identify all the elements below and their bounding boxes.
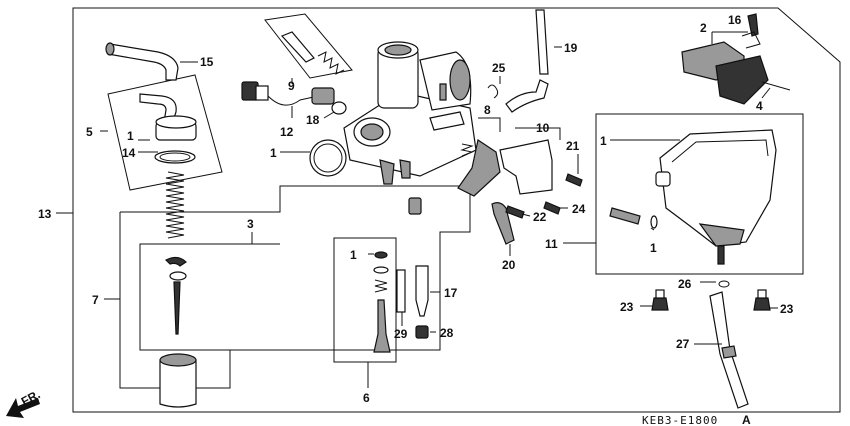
throttle-valve-top: [159, 353, 197, 367]
washer-1: [374, 251, 388, 259]
callout-14: 14: [122, 146, 136, 160]
callout-13: 13: [38, 207, 52, 221]
callout-1-cap: 1: [127, 129, 134, 143]
gasket-ring-1: [309, 139, 347, 177]
callout-10: 10: [536, 121, 550, 135]
callout-1-chamber: 1: [600, 134, 607, 148]
callout-28: 28: [440, 326, 454, 340]
drain-tube-27-band: [721, 345, 737, 359]
washer-18: [331, 101, 347, 115]
callout-16: 16: [728, 13, 742, 27]
float-pin-4: [761, 81, 791, 91]
callout-22: 22: [533, 210, 547, 224]
connector-12b: [255, 85, 269, 101]
o-ring-14-inner: [159, 152, 191, 162]
group-11-frame: [595, 113, 804, 275]
group-3-frame: [120, 185, 471, 351]
diagram-code: KEB3-E1800: [642, 414, 718, 426]
o-ring-6: [373, 266, 389, 274]
pilot-screw: [373, 299, 391, 353]
carburetor-body: [343, 41, 477, 185]
float-clip: [741, 31, 761, 49]
callout-labels: 15 5 1 14 13 7 9 12 18 1 3 1 6 17 29 28 …: [19, 13, 794, 409]
callout-25: 25: [492, 61, 506, 75]
throttle-spring: [165, 171, 185, 239]
small-screw-3: [408, 197, 422, 215]
cable-bracket-10: [499, 139, 553, 195]
diagram-code-suffix: A: [742, 413, 751, 426]
callout-23-right: 23: [780, 302, 794, 316]
callout-2: 2: [700, 21, 707, 35]
choke-spring: [460, 143, 474, 157]
callout-24: 24: [572, 202, 586, 216]
callout-1-ring: 1: [270, 146, 277, 160]
callout-29: 29: [394, 327, 408, 341]
callout-7: 7: [92, 293, 99, 307]
callout-1-oring-small: 1: [650, 241, 657, 255]
main-jet-28: [415, 325, 429, 339]
group-10-frame: [515, 127, 561, 140]
clip-25: [487, 84, 499, 99]
callout-8: 8: [484, 103, 491, 117]
throttle-stop-spring: [317, 51, 345, 75]
group-6-frame: [333, 237, 397, 363]
fuel-tube-end: [105, 42, 115, 56]
callout-26: 26: [678, 277, 692, 291]
clip-26: [718, 280, 730, 288]
diagram-frame: [72, 7, 841, 413]
callout-20: 20: [502, 258, 516, 272]
callout-4: 4: [756, 99, 763, 113]
group-8-frame: [478, 117, 501, 132]
group-9-frame: [264, 13, 353, 79]
choke-lever: [457, 139, 501, 197]
heater-plug: [311, 87, 335, 105]
choke-arm-20: [491, 202, 515, 245]
top-cap-top: [155, 115, 197, 129]
callout-9: 9: [288, 79, 295, 93]
throttle-valve: [159, 359, 197, 408]
needle-clip: [164, 256, 187, 267]
leader-lines: [56, 31, 778, 388]
front-direction-arrow: [6, 398, 40, 418]
callout-23-left: 23: [620, 300, 634, 314]
fuel-tube-elbow: [107, 43, 179, 81]
group-5-frame: [107, 74, 223, 191]
callout-27: 27: [676, 337, 690, 351]
screw-22: [505, 205, 525, 219]
callout-21: 21: [566, 139, 580, 153]
callout-3: 3: [247, 217, 254, 231]
float-valve-16: [747, 13, 759, 37]
callout-11: 11: [545, 237, 558, 251]
vent-tube-19: [535, 9, 549, 75]
small-o-ring: [650, 215, 658, 229]
callout-15: 15: [200, 55, 214, 69]
heater-cable: [267, 95, 319, 106]
plug-23-right-head: [757, 289, 767, 299]
screw-24: [543, 201, 561, 215]
throttle-stop-screw: [280, 31, 315, 63]
plug-23-right: [753, 297, 771, 311]
gasket-ring-1-inner: [313, 143, 343, 173]
plug-23-left-head: [655, 289, 665, 299]
callout-5: 5: [86, 125, 93, 139]
jet-needle: [173, 281, 181, 335]
plug-23-left: [651, 297, 669, 311]
callout-18: 18: [306, 113, 320, 127]
slow-jet-29: [396, 269, 406, 313]
callout-19: 19: [564, 41, 578, 55]
needle-jet-17: [415, 265, 429, 317]
callout-1-washer: 1: [350, 248, 357, 262]
screw-21: [565, 173, 583, 187]
spring-6: [374, 279, 388, 293]
callout-12: 12: [280, 125, 294, 139]
callout-17: 17: [444, 286, 458, 300]
drain-screw: [609, 207, 641, 225]
needle-clip-ring: [169, 271, 187, 281]
callout-6: 6: [363, 391, 370, 405]
float-chamber-11: [655, 129, 777, 265]
float-2b: [715, 55, 769, 105]
air-vent-tube: [505, 79, 549, 113]
